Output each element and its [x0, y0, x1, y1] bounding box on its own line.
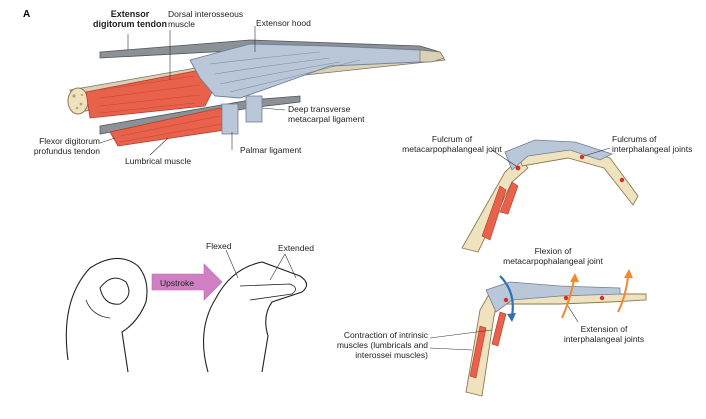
dorsal-interosseous-muscle — [85, 69, 216, 119]
label-contraction: Contraction of intrinsic muscles (lumbri… — [336, 330, 428, 360]
contraction-finger — [429, 269, 647, 397]
fulcrum-finger — [461, 139, 639, 253]
label-fulcrum-mcp: Fulcrum of metacarpophalangeal joint — [402, 134, 502, 154]
label-flexion-mcp: Flexion of metacarpophalangeal joint — [503, 246, 603, 266]
bone-cross-section — [67, 87, 89, 115]
ip-fulcrum-dot — [579, 154, 585, 160]
dissected-finger — [67, 26, 446, 156]
hand-extended — [203, 261, 308, 373]
flexion-arrow — [499, 275, 514, 317]
hand-gestures — [65, 249, 308, 373]
lumbrical-fulcrum — [499, 181, 519, 215]
label-extensor-hood: Extensor hood — [256, 18, 311, 28]
label-fulcrums-ip: Fulcrums of interphalangeal joints — [612, 134, 693, 154]
deep-transverse-ligament — [245, 95, 263, 123]
mcp-fulcrum-dot — [515, 165, 521, 171]
label-extension-ip: Extension of interphalangeal joints — [563, 324, 645, 344]
extension-arrow-1 — [561, 279, 575, 319]
label-lumbrical: Lumbrical muscle — [125, 156, 192, 166]
label-extended: Extended — [278, 243, 314, 253]
label-flexor-profundus: Flexor digitorum profundus tendon — [33, 136, 100, 156]
label-flexed: Flexed — [206, 241, 232, 251]
label-palmar-ligament: Palmar ligament — [240, 145, 302, 155]
extensor-hood-fulcrum — [504, 139, 614, 171]
palmar-ligament — [221, 103, 239, 135]
hand-flexed-fist — [65, 257, 148, 373]
label-extensor-tendon: Extensor digitorum tendon — [93, 9, 167, 29]
upstroke-arrow — [151, 263, 223, 301]
label-dorsal-interosseous: Dorsal interosseous muscle — [168, 9, 244, 29]
extension-arrow-2 — [617, 275, 629, 313]
label-deep-transverse: Deep transverse metacarpal ligament — [288, 104, 365, 124]
extensor-hood-contraction — [485, 281, 621, 313]
intrinsic-muscle-1 — [491, 311, 507, 347]
intrinsic-muscle-2 — [469, 325, 487, 379]
panel-letter: A — [23, 9, 31, 20]
label-upstroke: Upstroke — [160, 278, 195, 288]
